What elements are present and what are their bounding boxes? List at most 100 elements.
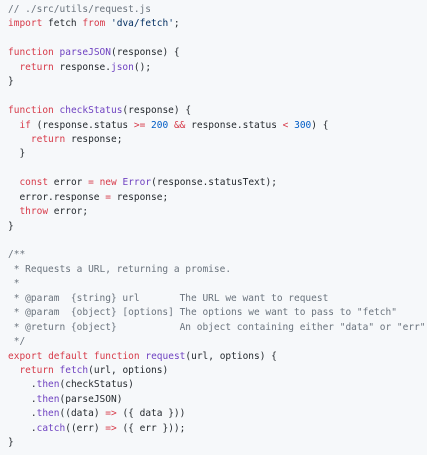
code-token-keyword: import xyxy=(8,18,43,30)
code-token-keyword: < xyxy=(282,119,289,131)
code-token-plain: ; xyxy=(173,18,180,30)
code-token-keyword: new xyxy=(99,177,117,189)
code-token-plain: (response) { xyxy=(122,105,192,117)
code-line: */ xyxy=(8,335,427,349)
code-token-plain: (url, options) xyxy=(88,364,169,376)
code-token-comment: */ xyxy=(8,336,26,348)
code-line: .catch((err) => ({ err })); xyxy=(8,422,427,436)
code-token-string: 'dva/fetch' xyxy=(111,18,174,30)
code-token-comment: * @param {string} url The URL we want to… xyxy=(8,292,329,304)
code-token-func: then xyxy=(36,393,60,405)
code-token-func: then xyxy=(36,408,60,420)
code-token-plain: response. xyxy=(53,61,111,73)
code-line: } xyxy=(8,147,427,161)
code-token-keyword: return xyxy=(30,133,66,145)
code-line xyxy=(8,234,427,248)
code-token-func: fetch xyxy=(59,364,89,376)
code-line: function checkStatus(response) { xyxy=(8,104,427,118)
code-line: const error = new Error(response.statusT… xyxy=(8,176,427,190)
code-token-keyword: if xyxy=(19,119,31,131)
code-token-func: catch xyxy=(36,422,66,434)
code-token-plain xyxy=(8,206,19,217)
code-token-func: json xyxy=(110,61,134,73)
code-line: } xyxy=(8,75,427,89)
code-token-keyword: => xyxy=(105,408,117,420)
code-token-keyword: function xyxy=(8,47,54,59)
code-token-plain: error; xyxy=(48,206,89,218)
code-token-plain: . xyxy=(8,393,37,405)
code-line: * @param {object} [options] The options … xyxy=(8,306,427,320)
code-line: import fetch from 'dva/fetch'; xyxy=(8,17,427,31)
code-line: throw error; xyxy=(8,205,427,219)
code-token-plain: ({ err })); xyxy=(116,422,186,434)
code-token-plain: (response.statusText); xyxy=(151,177,277,189)
code-line: * @param {string} url The URL we want to… xyxy=(8,292,427,306)
code-token-plain xyxy=(8,62,19,73)
code-token-comment: * xyxy=(8,278,20,290)
code-token-plain: . xyxy=(8,422,37,434)
code-token-plain: . xyxy=(8,408,37,420)
code-line xyxy=(8,32,427,46)
code-token-comment: * @return {object} An object containing … xyxy=(8,321,426,333)
code-token-keyword: export xyxy=(8,350,43,362)
code-token-plain: ) { xyxy=(311,119,329,131)
code-line xyxy=(8,90,427,104)
code-token-keyword: from xyxy=(82,18,106,30)
code-line: } xyxy=(8,436,427,450)
code-token-number: 300 xyxy=(294,119,312,131)
code-token-plain: response.status xyxy=(185,119,283,131)
code-line: } xyxy=(8,220,427,234)
code-line: * xyxy=(8,277,427,291)
code-token-plain: . xyxy=(8,379,37,391)
code-token-comment: * @param {object} [options] The options … xyxy=(8,307,397,319)
code-token-comment: /** xyxy=(8,249,26,261)
code-line: function parseJSON(response) { xyxy=(8,46,427,60)
code-token-keyword: >= xyxy=(133,119,146,131)
code-token-keyword: function xyxy=(8,105,54,117)
code-token-keyword: = xyxy=(105,191,111,203)
code-token-plain: error xyxy=(48,177,89,189)
code-line: return response; xyxy=(8,133,427,147)
code-token-plain: error.response xyxy=(8,191,106,203)
code-token-keyword: && xyxy=(173,119,186,131)
code-token-plain: (url, options) { xyxy=(185,350,277,362)
code-token-func: checkStatus xyxy=(59,105,123,117)
code-token-plain: } xyxy=(8,220,14,232)
code-token-plain xyxy=(8,134,31,145)
code-line: export default function request(url, opt… xyxy=(8,350,427,364)
code-token-plain: } xyxy=(8,437,14,449)
code-token-keyword: return xyxy=(19,61,54,73)
code-line: * Requests a URL, returning a promise. xyxy=(8,263,427,277)
code-token-func: then xyxy=(36,379,60,391)
code-line: return fetch(url, options) xyxy=(8,364,427,378)
code-token-number: 200 xyxy=(151,119,169,131)
code-token-plain: fetch xyxy=(42,18,83,30)
code-token-keyword: default xyxy=(48,350,89,362)
code-line: error.response = response; xyxy=(8,191,427,205)
code-token-plain: response; xyxy=(65,133,123,145)
code-line: * @return {object} An object containing … xyxy=(8,321,427,335)
code-token-plain xyxy=(8,365,19,376)
code-token-plain: ((data) xyxy=(59,408,106,420)
code-token-func: parseJSON xyxy=(59,47,111,59)
code-token-plain: (response) { xyxy=(110,47,180,59)
code-token-plain: (checkStatus) xyxy=(59,379,134,391)
code-line xyxy=(8,162,427,176)
code-token-plain: response; xyxy=(110,191,169,203)
code-token-func: request xyxy=(145,350,186,362)
code-line: return response.json(); xyxy=(8,61,427,75)
code-token-plain: (); xyxy=(133,61,152,73)
code-token-keyword: function xyxy=(93,350,140,362)
code-line: /** xyxy=(8,248,427,262)
code-token-keyword: return xyxy=(19,364,54,376)
code-line: if (response.status >= 200 && response.s… xyxy=(8,119,427,133)
code-token-keyword: => xyxy=(105,422,117,434)
code-token-plain xyxy=(8,177,19,188)
code-token-keyword: throw xyxy=(19,206,49,218)
code-token-plain: ((err) xyxy=(65,422,106,434)
code-line: .then(checkStatus) xyxy=(8,378,427,392)
code-token-plain: } xyxy=(8,76,14,88)
code-token-keyword: = xyxy=(88,177,94,189)
code-token-plain: (parseJSON) xyxy=(59,393,123,405)
